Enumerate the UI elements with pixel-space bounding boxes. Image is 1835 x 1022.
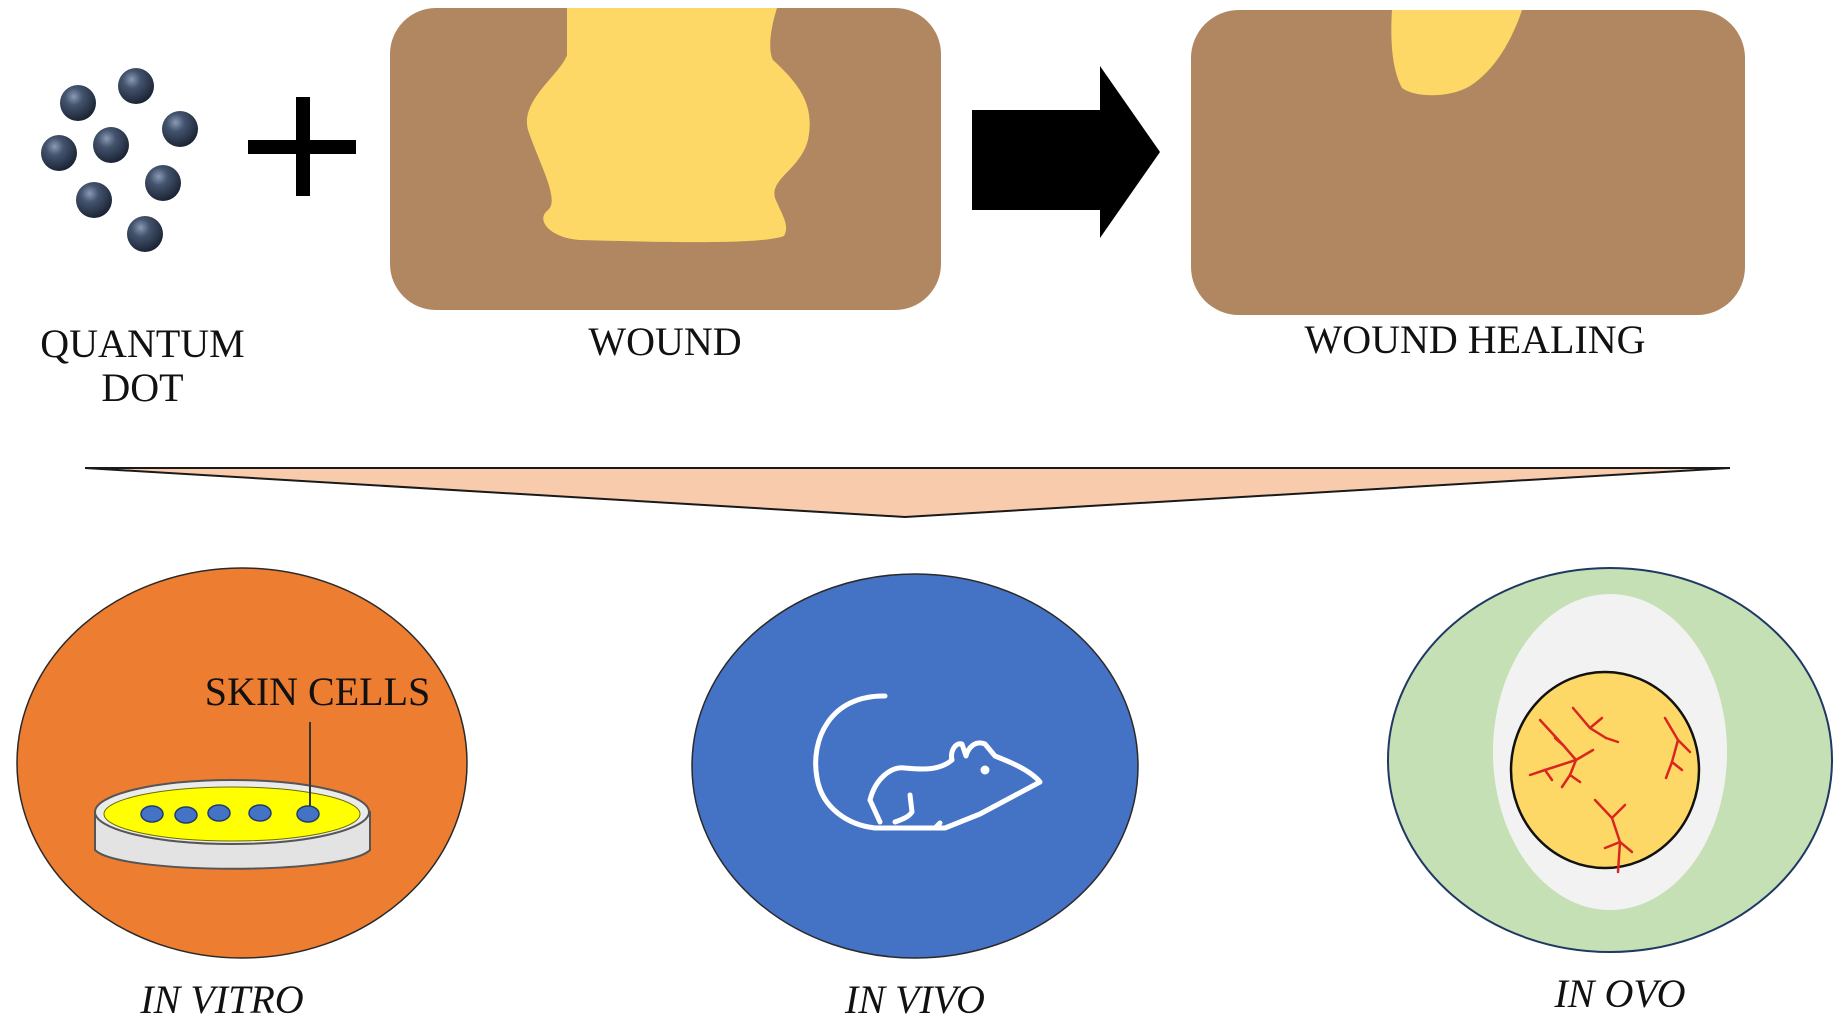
yolk bbox=[1509, 670, 1701, 870]
skin-cell bbox=[174, 806, 198, 824]
in-ovo-label: IN OVO bbox=[1554, 971, 1686, 1016]
quantum-dot bbox=[127, 216, 163, 252]
wound-healing-label: WOUND HEALING bbox=[1304, 317, 1646, 362]
plus-icon bbox=[248, 97, 356, 196]
skin-cell bbox=[140, 805, 164, 823]
quantum-dot-label-line1: QUANTUM bbox=[40, 321, 245, 366]
blood-vessels bbox=[1528, 706, 1692, 874]
mouse-icon bbox=[813, 693, 1043, 831]
quantum-dot bbox=[76, 182, 112, 218]
skin-cell bbox=[207, 804, 231, 822]
in-vivo-label: IN VIVO bbox=[845, 977, 985, 1022]
quantum-dot bbox=[118, 68, 154, 104]
wound-box bbox=[390, 8, 941, 310]
wound-healing-box bbox=[1191, 10, 1745, 315]
in-vivo-panel bbox=[691, 573, 1139, 959]
wound-label: WOUND bbox=[588, 319, 742, 364]
egg-icon bbox=[1493, 594, 1727, 910]
convergence-funnel bbox=[84, 467, 1731, 519]
skin-cell bbox=[296, 805, 320, 823]
petri-dish-icon bbox=[94, 779, 371, 870]
residual-wound-area bbox=[1391, 10, 1522, 96]
skin-cells-label: SKIN CELLS bbox=[204, 669, 431, 714]
quantum-dot bbox=[145, 165, 181, 201]
quantum-dot-cluster bbox=[41, 68, 198, 252]
skin-cell bbox=[248, 804, 272, 822]
in-vitro-panel bbox=[16, 567, 468, 959]
quantum-dot bbox=[60, 85, 96, 121]
in-ovo-panel bbox=[1387, 567, 1833, 953]
quantum-dot-label-line2: DOT bbox=[101, 365, 184, 410]
in-vitro-label: IN VITRO bbox=[140, 977, 304, 1022]
quantum-dot bbox=[93, 127, 129, 163]
wound-area bbox=[526, 8, 810, 243]
quantum-dot bbox=[162, 111, 198, 147]
right-arrow-icon bbox=[972, 66, 1160, 238]
quantum-dot-label: QUANTUM DOT bbox=[30, 322, 255, 410]
quantum-dot bbox=[41, 135, 77, 171]
